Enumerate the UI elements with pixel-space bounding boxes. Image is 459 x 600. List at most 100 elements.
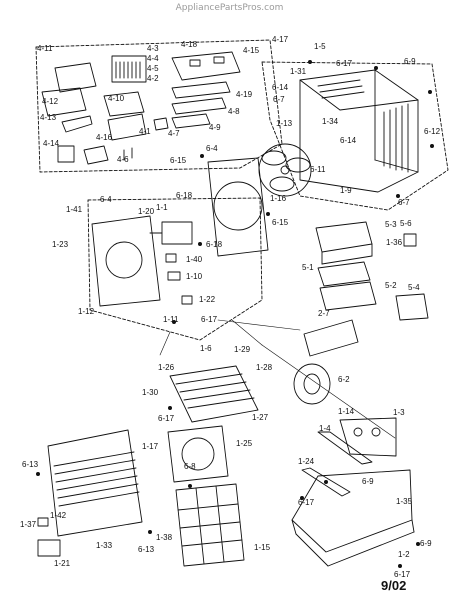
rail-1-24 — [301, 467, 351, 497]
part-callout-label: 1-31 — [290, 67, 307, 76]
part-callout-label: 4-4 — [147, 54, 159, 63]
propeller-fan-1-13 — [258, 143, 312, 197]
screw-4-6 — [123, 147, 133, 161]
part-callout-label: 4-13 — [40, 113, 57, 122]
part-callout-label: 4-6 — [117, 155, 129, 164]
part-callout-label: 1-12 — [78, 307, 95, 316]
accessory-kit-outline — [35, 39, 283, 173]
part-callout-label: 5-6 — [400, 219, 412, 228]
part-callout-label: 6-17 — [336, 59, 353, 68]
part-callout-label: 1-4 — [319, 424, 331, 433]
watermark-text: AppliancePartsPros.com — [175, 3, 284, 13]
part-callout-label: 1-35 — [396, 497, 413, 506]
part-callout-label: 4-2 — [147, 74, 159, 83]
bracket-5-2 — [319, 281, 377, 311]
part-callout-label: 1-30 — [142, 388, 159, 397]
part-callout-label: 6-7 — [273, 95, 285, 104]
part-callout-label: 4-18 — [181, 40, 198, 49]
filter-1-15 — [175, 483, 245, 567]
screw-marks — [36, 60, 434, 568]
latch-4-14 — [57, 145, 75, 163]
seal-strip-4-8 — [171, 97, 227, 115]
bracket-1-3 — [339, 417, 397, 457]
screw-set-4-3 — [111, 55, 147, 83]
blower-wheel-1-14 — [293, 363, 331, 405]
bracket-4-13 — [61, 115, 93, 133]
part-callout-label: 6-9 — [362, 477, 374, 486]
part-callout-label: 6-13 — [22, 460, 39, 469]
part-callout-label: 1-34 — [322, 117, 339, 126]
part-callout-label: 1-3 — [393, 408, 405, 417]
part-callout-label: 1-29 — [234, 345, 251, 354]
part-callout-label: 6-15 — [170, 156, 187, 165]
part-callout-label: 6-11 — [310, 165, 326, 174]
base-pan-1-23 — [91, 215, 161, 307]
part-callout-label: 4-15 — [243, 46, 260, 55]
part-callout-label: 1-10 — [186, 272, 203, 281]
part-callout-label: 5-3 — [385, 220, 397, 229]
small-part-1-40 — [165, 253, 177, 263]
pad-5-4 — [395, 293, 429, 321]
part-callout-label: 1-28 — [256, 363, 273, 372]
part-callout-label: 6-17 — [158, 414, 175, 423]
part-callout-label: 6-14 — [340, 136, 357, 145]
part-callout-label: 4-16 — [96, 133, 113, 142]
part-callout-label: 4-7 — [168, 129, 180, 138]
orifice-plate-1-17 — [167, 425, 229, 483]
seal-strip-4-9 — [171, 113, 211, 129]
control-box-5-3 — [315, 221, 373, 265]
part-callout-label: 1-27 — [252, 413, 269, 422]
part-callout-label: 6-8 — [184, 462, 196, 471]
part-callout-label: 4-10 — [108, 94, 125, 103]
part-callout-label: 1-42 — [50, 511, 67, 520]
foam-seal-4-10 — [103, 91, 145, 117]
part-callout-label: 4-9 — [209, 123, 221, 132]
front-grille-1-33 — [47, 429, 143, 537]
base-assembly-outline — [87, 197, 263, 341]
part-callout-label: 4-12 — [42, 97, 59, 106]
part-callout-label: 1-22 — [199, 295, 216, 304]
part-callout-label: 6-13 — [138, 545, 155, 554]
part-callout-label: 1-1 — [156, 203, 168, 212]
part-callout-label: 1-36 — [386, 238, 403, 247]
rail-1-4 — [317, 431, 373, 465]
part-callout-label: 4-11 — [37, 44, 53, 53]
seal-strip-4-19 — [171, 81, 231, 99]
part-callout-label: 1-25 — [236, 439, 253, 448]
fan-motor-1-1 — [149, 221, 193, 245]
part-callout-label: 6-9 — [420, 539, 432, 548]
part-callout-label: 4-8 — [228, 107, 240, 116]
knob-1-37 — [37, 517, 49, 527]
date-code: 9/02 — [381, 578, 407, 593]
part-callout-label: 6-7 — [398, 198, 410, 207]
part-callout-label: 4-19 — [236, 90, 253, 99]
evaporator-1-6 — [169, 365, 259, 423]
part-callout-label: 5-2 — [385, 281, 397, 290]
part-callout-label: 1-14 — [338, 407, 355, 416]
part-callout-label: 6-18 — [176, 191, 193, 200]
part-callout-label: 6-2 — [338, 375, 350, 384]
leader-lines — [159, 319, 396, 439]
plate-4-1 — [107, 113, 147, 141]
manual-card-4-11 — [54, 62, 97, 93]
part-callout-label: 4-5 — [147, 64, 159, 73]
part-callout-label: 1-38 — [156, 533, 173, 542]
part-callout-label: 6-17 — [298, 498, 315, 507]
part-callout-label: 1-20 — [138, 207, 155, 216]
part-callout-label: 1-6 — [200, 344, 212, 353]
part-callout-label: 1-26 — [158, 363, 175, 372]
side-curtain-4-18 — [171, 51, 241, 81]
capacitor-2-7 — [303, 319, 359, 357]
part-callout-label: 1-21 — [54, 559, 71, 568]
cabinet-group-outline — [261, 61, 449, 211]
part-callout-label: 2-7 — [318, 309, 330, 318]
label-card-1-21 — [37, 539, 61, 557]
part-callout-label: 4-3 — [147, 44, 159, 53]
part-callout-label: 6-17 — [201, 315, 218, 324]
part-callout-label: 6-12 — [424, 127, 441, 136]
part-callout-label: 6-15 — [272, 218, 289, 227]
part-callout-label: 6-4 — [206, 144, 218, 153]
part-callout-label: 6-4 — [100, 195, 112, 204]
clip-4-7 — [153, 117, 169, 131]
